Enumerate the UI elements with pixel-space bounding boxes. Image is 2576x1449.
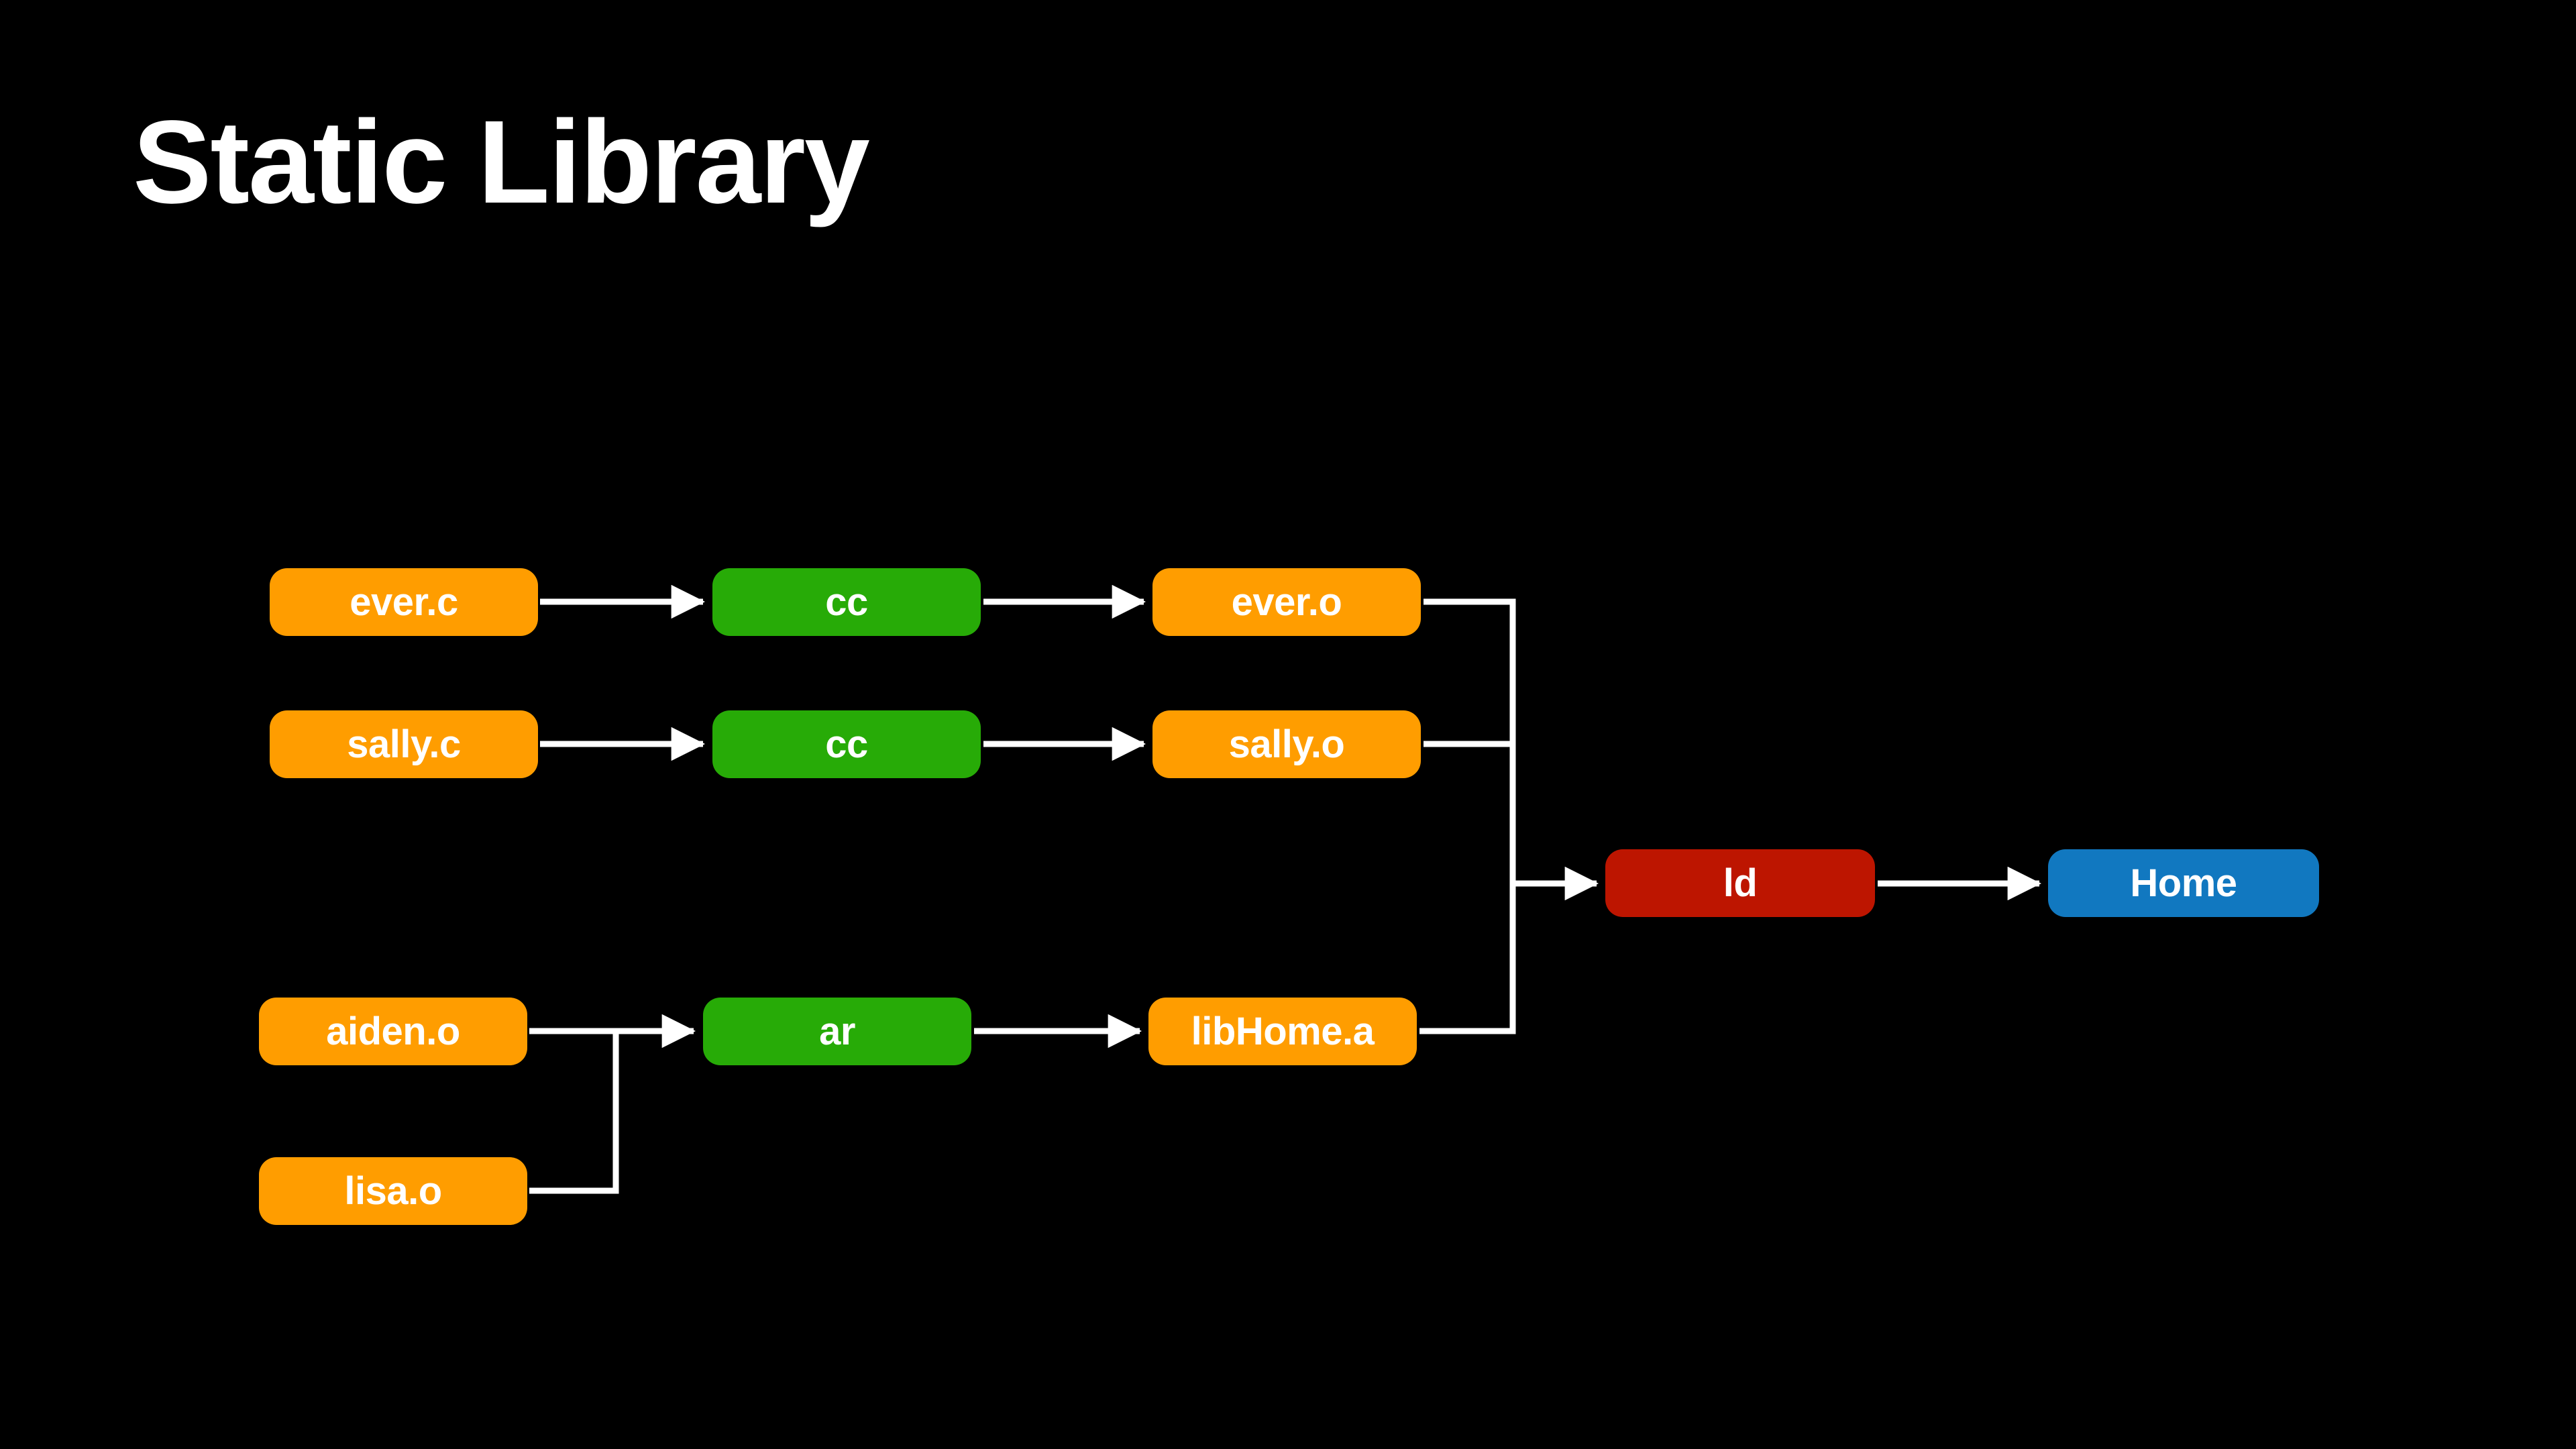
node-cc-2[interactable]: cc (712, 710, 981, 778)
node-cc-1[interactable]: cc (712, 568, 981, 636)
node-label-libhome-a: libHome.a (1191, 1010, 1375, 1053)
node-label-ar: ar (819, 1010, 855, 1053)
node-ld[interactable]: ld (1605, 849, 1875, 917)
node-ever-o[interactable]: ever.o (1152, 568, 1421, 636)
node-label-home: Home (2130, 861, 2237, 905)
node-libhome-a[interactable]: libHome.a (1148, 998, 1417, 1065)
node-label-ld: ld (1723, 861, 1758, 905)
node-label-cc-1: cc (825, 580, 868, 624)
node-sally-c[interactable]: sally.c (270, 710, 538, 778)
node-lisa-o[interactable]: lisa.o (259, 1157, 527, 1225)
edge-libhome-trunk (1419, 883, 1516, 1034)
node-label-lisa-o: lisa.o (344, 1169, 442, 1213)
node-label-ever-o: ever.o (1231, 580, 1342, 624)
node-label-sally-c: sally.c (347, 722, 461, 766)
node-home[interactable]: Home (2048, 849, 2319, 917)
node-label-aiden-o: aiden.o (326, 1010, 460, 1053)
node-aiden-o[interactable]: aiden.o (259, 998, 527, 1065)
node-label-ever-c: ever.c (350, 580, 458, 624)
node-label-sally-o: sally.o (1228, 722, 1345, 766)
node-ever-c[interactable]: ever.c (270, 568, 538, 636)
node-sally-o[interactable]: sally.o (1152, 710, 1421, 778)
node-label-cc-2: cc (825, 722, 868, 766)
node-ar[interactable]: ar (703, 998, 971, 1065)
page-title: Static Library (133, 97, 870, 228)
edge-lisao-ar (529, 1031, 619, 1194)
edge-evero-trunk (1424, 598, 1516, 883)
